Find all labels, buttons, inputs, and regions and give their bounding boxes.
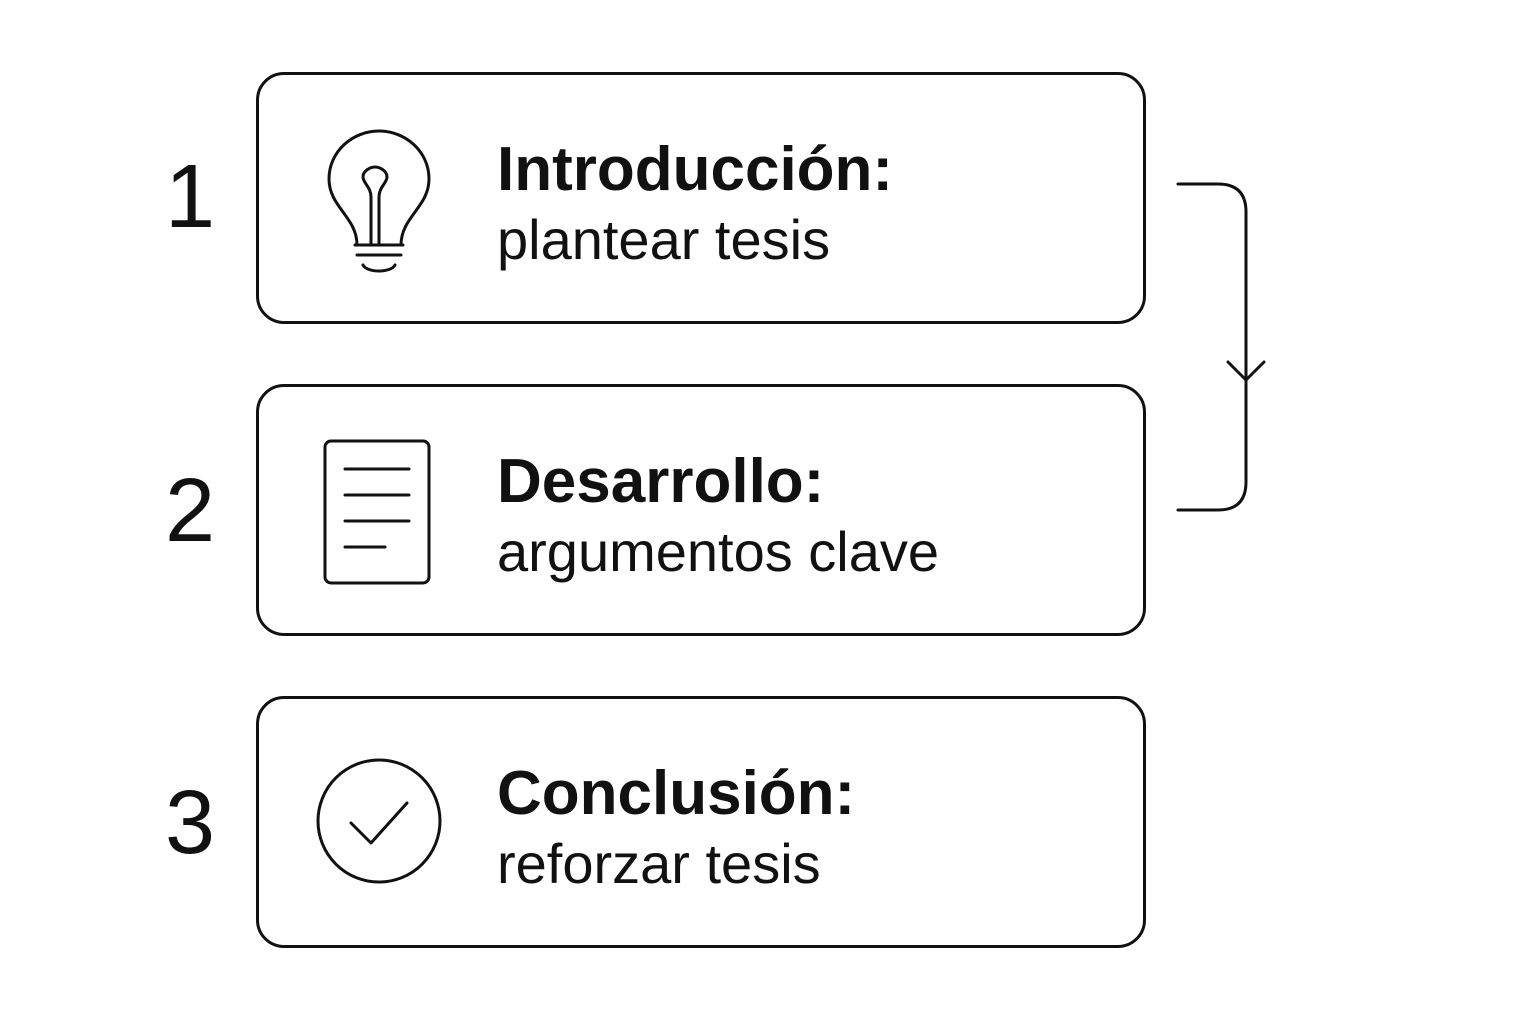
step-title: Desarrollo:: [497, 447, 825, 516]
arrow-down-icon: [1226, 360, 1266, 382]
step-card-development: Desarrollo: argumentos clave: [256, 384, 1146, 636]
connector-line: [1176, 182, 1248, 512]
step-connector-bracket: [1170, 170, 1270, 530]
step-text: Introducción: plantear tesis: [497, 135, 1123, 275]
check-circle-icon: [309, 749, 449, 899]
step-number-3: 3: [164, 773, 216, 873]
step-title: Conclusión:: [497, 759, 856, 828]
step-subtitle: plantear tesis: [497, 208, 831, 271]
step-text: Desarrollo: argumentos clave: [497, 447, 1123, 587]
lightbulb-icon: [309, 125, 449, 275]
step-number-2: 2: [164, 461, 216, 561]
document-icon: [309, 437, 449, 587]
step-card-conclusion: Conclusión: reforzar tesis: [256, 696, 1146, 948]
step-card-introduction: Introducción: plantear tesis: [256, 72, 1146, 324]
step-subtitle: reforzar tesis: [497, 832, 821, 895]
step-number-1: 1: [164, 147, 216, 247]
step-title: Introducción:: [497, 135, 894, 204]
step-text: Conclusión: reforzar tesis: [497, 759, 1123, 899]
step-subtitle: argumentos clave: [497, 520, 940, 583]
